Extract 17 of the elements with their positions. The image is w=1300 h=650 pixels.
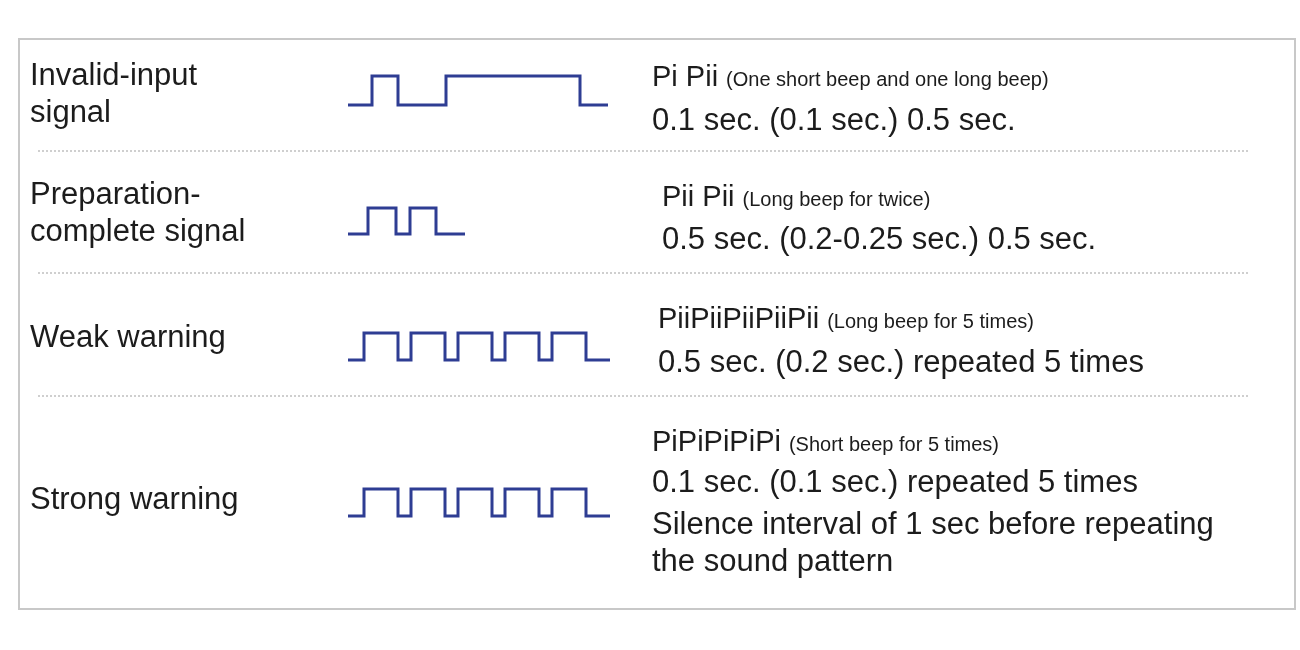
beep-sound: Pi Pii (652, 60, 719, 93)
row-label: Weak warning (30, 318, 227, 356)
beep-description: (One short beep and one long beep) (726, 68, 1049, 91)
beep-description: (Short beep for 5 times) (788, 433, 1000, 456)
beep-sound: PiiPiiPiiPiiPii (658, 302, 820, 335)
beep-sound: Pii Pii (662, 180, 735, 213)
beep-sound: PiPiPiPiPi (652, 425, 781, 458)
beep-description: (Long beep for twice) (742, 188, 931, 211)
beep-description: (Long beep for 5 times) (827, 310, 1034, 333)
timing-text: 0.1 sec. (0.1 sec.) 0.5 sec. (652, 101, 1016, 139)
row-label: Strong warning (30, 480, 240, 518)
timing-text: 0.5 sec. (0.2-0.25 sec.) 0.5 sec. (662, 220, 1097, 258)
note-text: Silence interval of 1 sec before repeating the sound pattern (652, 505, 1215, 580)
row-label: Preparation- complete signal (30, 175, 247, 250)
timing-text: 0.5 sec. (0.2 sec.) repeated 5 times (658, 343, 1144, 381)
timing-text: 0.1 sec. (0.1 sec.) repeated 5 times (652, 463, 1138, 501)
row-label: Invalid-input signal (30, 56, 199, 131)
